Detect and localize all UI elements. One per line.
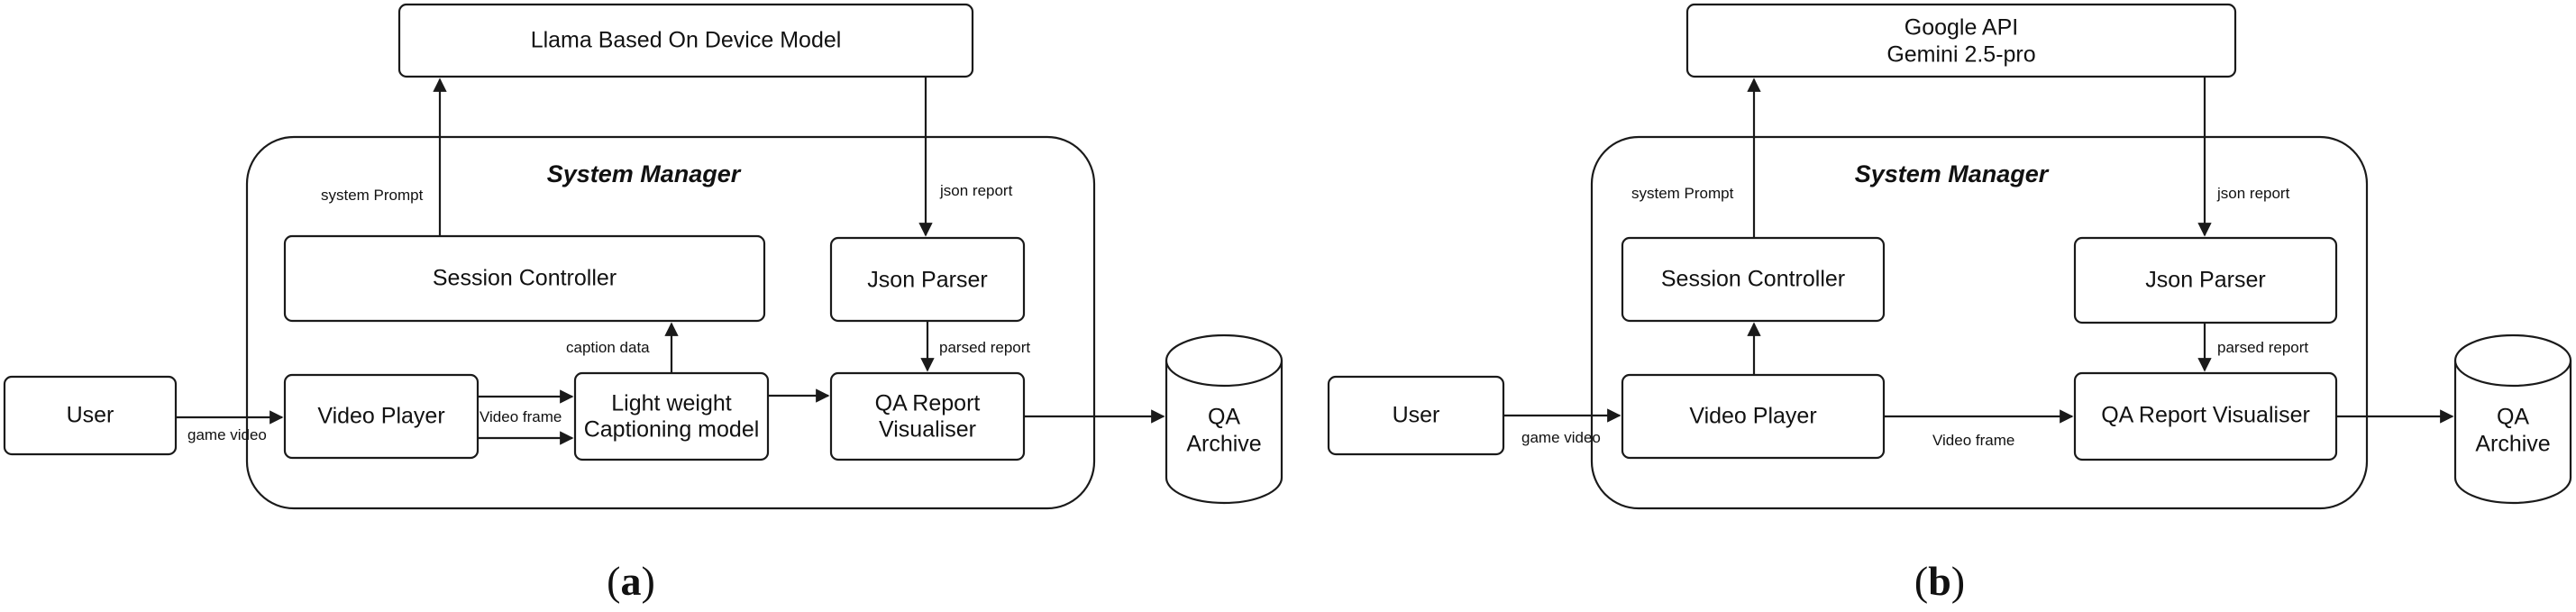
video-player-label: Video Player [317, 404, 444, 429]
session-controller-label-b: Session Controller [1661, 267, 1845, 292]
qa-visualiser-label-2: Visualiser [879, 417, 976, 443]
caption-b: (b) [1914, 558, 1965, 604]
qa-archive-label-2: Archive [1186, 432, 1261, 457]
session-controller-label: Session Controller [433, 266, 617, 291]
qa-archive-label-1: QA [1208, 405, 1240, 430]
label-game-video-b: game video [1521, 429, 1601, 446]
panel-a: System Manager Llama Based On Device Mod… [3, 3, 1283, 604]
video-player-box [283, 373, 480, 460]
json-parser-label: Json Parser [867, 268, 987, 293]
user-label-b: User [1393, 403, 1440, 428]
qa-visualiser-label-b: QA Report Visualiser [2101, 403, 2310, 428]
qa-visualiser-label-1: QA Report [875, 391, 981, 416]
label-json-report-b: json report [2216, 185, 2290, 202]
label-video-frame-b: Video frame [1932, 432, 2014, 449]
gemini-model-box [1685, 3, 2237, 78]
llama-model-box [397, 3, 974, 78]
qa-archive-label-b-2: Archive [2475, 432, 2550, 457]
captioning-model-label-1: Light weight [611, 391, 731, 416]
label-system-prompt-b: system Prompt [1631, 185, 1734, 202]
session-controller-box [283, 234, 766, 323]
captioning-model-label-2: Captioning model [584, 417, 760, 443]
gemini-model-label-2: Gemini 2.5-pro [1886, 42, 2035, 68]
panel-b: System Manager Google API Gemini 2.5-pro… [1327, 3, 2572, 604]
label-json-report: json report [939, 182, 1013, 199]
user-label: User [67, 403, 114, 428]
gemini-model-label-1: Google API [1905, 15, 2018, 41]
qa-archive-cylinder [1165, 333, 1283, 505]
user-box [3, 375, 178, 456]
qa-archive-cylinder-b [2453, 333, 2572, 505]
llama-model-label: Llama Based On Device Model [531, 28, 842, 53]
label-parsed-report-b: parsed report [2217, 339, 2308, 356]
system-manager-title-b: System Manager [1855, 160, 2050, 187]
label-system-prompt: system Prompt [321, 187, 424, 204]
qa-archive-label-b-1: QA [2497, 405, 2529, 430]
json-parser-label-b: Json Parser [2145, 268, 2265, 293]
label-caption-data: caption data [566, 339, 650, 356]
video-player-label-b: Video Player [1689, 404, 1816, 429]
system-manager-title: System Manager [547, 160, 742, 187]
label-game-video: game video [187, 426, 267, 443]
label-video-frame: Video frame [480, 408, 562, 425]
caption-a: (a) [607, 558, 655, 604]
label-parsed-report: parsed report [939, 339, 1030, 356]
